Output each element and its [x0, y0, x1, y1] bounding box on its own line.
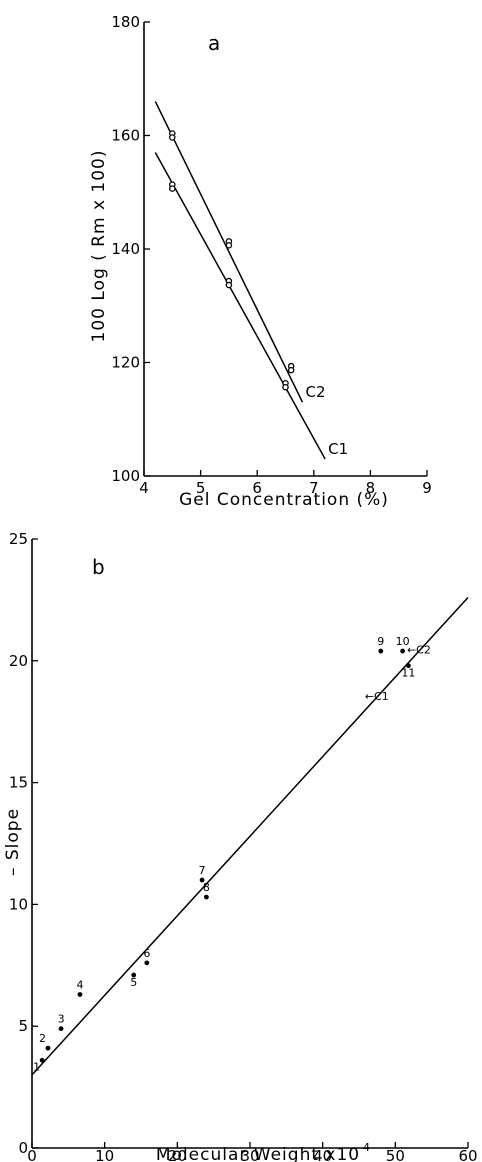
panel-b-y-tick-label: 20 [9, 652, 28, 670]
panel-a-y-tick-label: 160 [111, 127, 140, 145]
panel-b-point-8 [204, 894, 209, 900]
panel-b-x-axis-label: Molecular Weight x10 [156, 1145, 360, 1162]
panel-b-point-label-7: 7 [199, 864, 206, 877]
panel-a-x-tick-label: 8 [366, 479, 376, 497]
panel-a-point-c2 [287, 366, 295, 374]
panel-b-x-tick-label: 10 [95, 1147, 114, 1162]
panel-a-point-c1 [282, 383, 289, 391]
panel-b-point-1 [39, 1057, 45, 1063]
panel-b-y-tick-label: 25 [9, 530, 28, 548]
panel-b-point-11 [406, 663, 411, 669]
panel-b-point-label-4: 4 [76, 979, 83, 992]
panel-b-x-tick-label: 60 [458, 1147, 477, 1162]
panel-b-fit-line [31, 596, 469, 1076]
panel-b-annotation: ←C2 [407, 644, 431, 657]
panel-a-series-label-c1: C1 [328, 440, 348, 458]
panel-b-x-tick-label: 40 [313, 1147, 332, 1162]
panel-a-x-tick-label: 4 [139, 479, 149, 497]
panel-b-point-4 [77, 992, 83, 997]
panel-a-x-axis-label: Gel Concentration (%) [179, 490, 389, 510]
panel-b-point-label-10: 10 [396, 635, 410, 648]
panel-b-point-7 [199, 877, 205, 883]
panel-b-point-label-3: 3 [58, 1013, 65, 1026]
panel-a-y-tick-label: 140 [111, 240, 140, 258]
panel-a-label: a [208, 31, 220, 55]
panel-a-x-tick-label: 5 [196, 479, 206, 497]
panel-a-point-c1 [169, 185, 176, 192]
panel-b-x-tick-label: 30 [240, 1147, 259, 1162]
panel-b-point-6 [144, 960, 150, 966]
panel-b-label: b [92, 555, 105, 579]
panel-a-point-c1 [225, 281, 233, 289]
panel-b-y-tick-label: 15 [9, 774, 28, 792]
panel-b-point-9 [378, 648, 384, 654]
panel-b-y-tick-label: 0 [18, 1139, 28, 1157]
panel-a-fit-line-c2 [154, 101, 304, 403]
panel-a-fit-line-c1 [154, 152, 326, 460]
panel-b-point-3 [58, 1026, 64, 1032]
panel-a-x-tick-label: 7 [309, 479, 319, 497]
panel-b-x-tick-label: 50 [386, 1147, 405, 1162]
panel-a-y-tick-label: 120 [111, 354, 140, 372]
panel-b-point-label-6: 6 [143, 947, 150, 960]
panel-a-point-c2 [169, 134, 176, 141]
panel-b-x-tick-label: 20 [168, 1147, 187, 1162]
panel-b-point-2 [45, 1045, 51, 1051]
panel-a-x-tick-label: 9 [422, 479, 432, 497]
panel-b-annotation: ←C1 [365, 690, 389, 703]
panel-b-y-axis-label: – Slope [3, 808, 23, 876]
panel-b-x-tick-label: 0 [27, 1147, 37, 1162]
panel-b-point-label-2: 2 [39, 1032, 46, 1045]
panel-b-point-5 [131, 972, 137, 978]
panel-b-x-axis-exponent: -4 [359, 1141, 370, 1154]
panel-b-point-label-5: 5 [130, 976, 137, 989]
panel-a-point-c2 [225, 242, 233, 249]
panel-b-point-label-1: 1 [33, 1060, 40, 1073]
panel-b-y-tick-label: 10 [9, 895, 28, 913]
panel-a-series-label-c2: C2 [305, 383, 325, 401]
panel-a-x-tick-label: 6 [252, 479, 262, 497]
panel-b-point-label-9: 9 [377, 635, 384, 648]
panel-b-y-tick-label: 5 [18, 1017, 28, 1035]
panel-b-point-label-8: 8 [203, 881, 210, 894]
panel-a-y-axis-label: 100 Log ( Rm x 100) [89, 150, 109, 343]
panel-b-point-label-11: 11 [401, 667, 415, 680]
panel-b-point-10 [400, 648, 405, 654]
panel-a-y-tick-label: 100 [111, 467, 140, 485]
panel-a-y-tick-label: 180 [111, 13, 140, 31]
